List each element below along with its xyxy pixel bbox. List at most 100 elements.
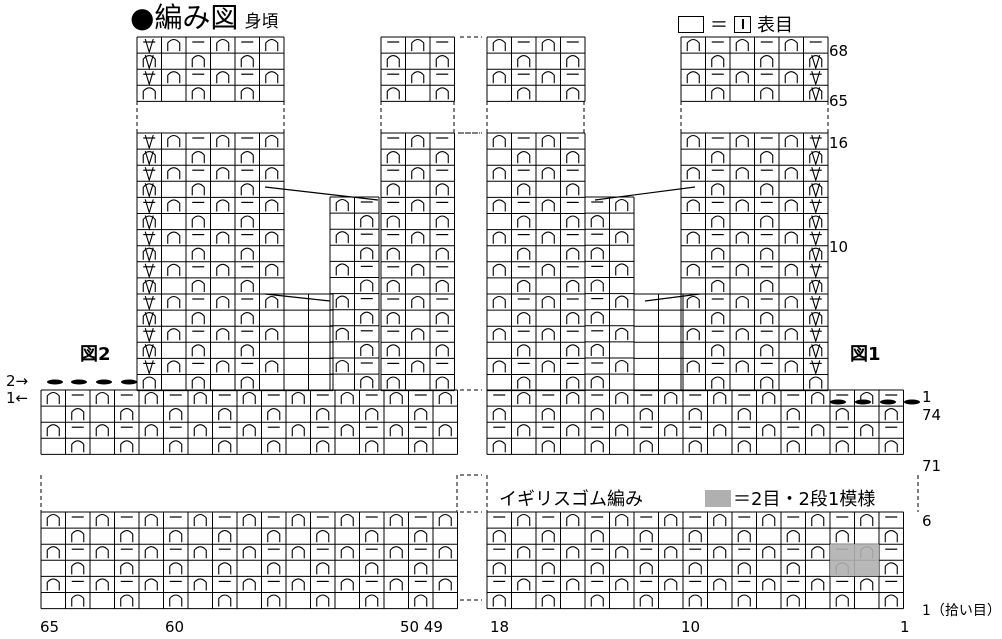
grid-ribbing-right	[486, 511, 904, 610]
arch-stitch-icon	[517, 87, 531, 100]
arch-stitch-icon	[365, 562, 379, 575]
arch-stitch-icon	[360, 376, 374, 389]
arch-stitch-icon	[492, 263, 506, 276]
arch-stitch-icon	[435, 183, 449, 196]
arch-stitch-icon	[360, 343, 374, 356]
arch-stitch-icon	[566, 513, 580, 527]
bindoff-dot-icon	[96, 379, 112, 385]
arch-stitch-icon	[265, 71, 279, 84]
arch-stitch-icon	[639, 594, 653, 607]
arch-stitch-icon	[517, 247, 531, 260]
arch-stitch-icon	[218, 408, 232, 421]
arch-stitch-icon	[786, 562, 800, 575]
arch-stitch-icon	[240, 151, 254, 164]
arch-stitch-icon	[291, 391, 305, 405]
arch-stitch-icon	[517, 183, 531, 196]
legend-label: 表目	[757, 15, 793, 36]
arch-stitch-icon	[267, 594, 281, 607]
arch-stitch-icon	[835, 594, 849, 607]
arch-stitch-icon	[517, 279, 531, 292]
arch-stitch-icon	[386, 247, 400, 260]
slip-stitch-icon	[144, 134, 154, 150]
arch-stitch-icon	[340, 546, 354, 559]
arch-stitch-icon	[167, 71, 181, 84]
arch-stitch-icon	[191, 87, 205, 100]
arch-stitch-icon	[46, 391, 60, 405]
arch-stitch-icon	[265, 263, 279, 276]
arch-stitch-icon	[144, 546, 158, 559]
arch-stitch-icon	[884, 562, 898, 575]
arch-stitch-icon	[811, 578, 825, 591]
arch-stitch-icon	[389, 513, 403, 527]
arch-stitch-icon	[216, 328, 230, 341]
legend: ＝ 表目	[678, 11, 793, 37]
arch-stitch-icon	[411, 38, 425, 52]
arch-stitch-icon	[784, 263, 798, 276]
arch-stitch-icon	[95, 578, 109, 591]
arch-stitch-icon	[267, 562, 281, 575]
arch-stitch-icon	[95, 391, 109, 405]
slip-stitch-icon	[811, 247, 821, 263]
repeat-highlight	[830, 544, 879, 577]
arch-stitch-icon	[786, 408, 800, 421]
arch-stitch-icon	[142, 215, 156, 228]
arrow-row-2: 2→	[6, 372, 29, 390]
arch-stitch-icon	[46, 546, 60, 559]
arch-stitch-icon	[360, 279, 374, 292]
col-label-65: 65	[40, 618, 60, 636]
arch-stitch-icon	[784, 199, 798, 212]
arch-stitch-icon	[265, 167, 279, 180]
arch-stitch-icon	[541, 71, 555, 84]
slip-stitch-icon	[144, 199, 154, 215]
arch-stitch-icon	[809, 151, 823, 164]
arch-stitch-icon	[492, 562, 506, 575]
arch-stitch-icon	[711, 312, 725, 325]
arch-stitch-icon	[169, 440, 183, 453]
arch-stitch-icon	[711, 215, 725, 228]
arch-stitch-icon	[688, 408, 702, 421]
arch-stitch-icon	[686, 38, 700, 52]
arch-stitch-icon	[365, 440, 379, 453]
grid-body-center-left	[380, 132, 455, 392]
arch-stitch-icon	[566, 312, 580, 325]
arch-stitch-icon	[517, 546, 531, 559]
arch-stitch-icon	[216, 199, 230, 212]
row-label-65: 65	[829, 92, 849, 110]
arch-stitch-icon	[590, 594, 604, 607]
arch-stitch-icon	[169, 530, 183, 543]
arch-stitch-icon	[811, 424, 825, 437]
arch-stitch-icon	[142, 312, 156, 325]
arch-stitch-icon	[71, 594, 85, 607]
bindoff-dot-icon	[47, 379, 63, 385]
decrease-line	[264, 186, 379, 201]
arch-stitch-icon	[435, 87, 449, 100]
arch-stitch-icon	[590, 440, 604, 453]
arch-stitch-icon	[360, 247, 374, 260]
arch-stitch-icon	[435, 376, 449, 389]
arch-stitch-icon	[218, 562, 232, 575]
arch-stitch-icon	[566, 344, 580, 357]
arch-stitch-icon	[492, 530, 506, 543]
arch-stitch-icon	[686, 134, 700, 148]
arch-stitch-icon	[142, 87, 156, 100]
arch-stitch-icon	[414, 562, 428, 575]
slip-stitch-icon	[811, 295, 821, 311]
arch-stitch-icon	[760, 215, 774, 228]
arch-stitch-icon	[142, 183, 156, 196]
arch-stitch-icon	[711, 183, 725, 196]
arch-stitch-icon	[590, 408, 604, 421]
arch-stitch-icon	[835, 440, 849, 453]
arch-stitch-icon	[615, 546, 629, 559]
arch-stitch-icon	[265, 199, 279, 212]
arch-stitch-icon	[590, 376, 604, 389]
chart-title: ●編み図身頃	[130, 1, 279, 34]
arch-stitch-icon	[590, 247, 604, 260]
arch-stitch-icon	[386, 87, 400, 100]
arch-stitch-icon	[784, 295, 798, 309]
arch-stitch-icon	[492, 594, 506, 607]
slip-stitch-icon	[144, 167, 154, 183]
arch-stitch-icon	[71, 440, 85, 453]
arch-stitch-icon	[335, 295, 349, 308]
arch-stitch-icon	[167, 328, 181, 341]
arch-stitch-icon	[291, 513, 305, 527]
